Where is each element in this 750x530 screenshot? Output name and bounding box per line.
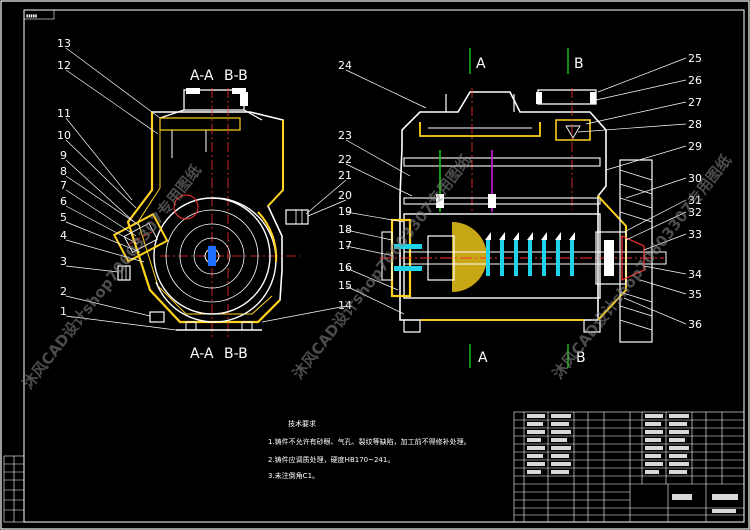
watermark: 沐风CAD设计shop70603307专用图纸 沐风CAD设计shop70603… (19, 151, 735, 392)
callout-6: 6 (60, 195, 67, 208)
callout-19: 19 (338, 205, 352, 218)
callout-33: 33 (688, 228, 702, 241)
tech-notes-line-3: 3.未注倒角C1。 (268, 471, 319, 480)
callout-29: 29 (688, 140, 702, 153)
callout-17: 17 (338, 239, 352, 252)
section-mark-b-top: B (574, 56, 584, 72)
callout-36: 36 (688, 318, 702, 331)
parts-list-fill (527, 414, 738, 513)
callout-27: 27 (688, 96, 702, 109)
section-mark-bb-top: B-B (224, 68, 248, 84)
corner-tag-box (23, 9, 55, 20)
callout-24: 24 (338, 59, 352, 72)
right-section-view (380, 88, 667, 343)
callout-20: 20 (338, 189, 352, 202)
callout-4: 4 (60, 229, 67, 242)
leaders-right (261, 57, 687, 325)
callout-12: 12 (57, 59, 71, 72)
svg-text:沐风CAD设计shop70603307专用图纸: 沐风CAD设计shop70603307专用图纸 (289, 151, 475, 382)
svg-text:沐风CAD设计shop70603307专用图纸: 沐风CAD设计shop70603307专用图纸 (549, 151, 735, 382)
callouts-right: 25 26 27 28 29 30 31 32 33 34 35 36 (688, 52, 702, 331)
callout-2: 2 (60, 285, 67, 298)
callout-7: 7 (60, 179, 67, 192)
parts-list-table (513, 411, 745, 523)
callout-10: 10 (57, 129, 71, 142)
section-mark-a-top: A (476, 56, 486, 72)
callout-32: 32 (688, 206, 702, 219)
tech-notes-title: 技术要求 (288, 419, 316, 428)
section-mark-bb-bottom: B-B (224, 346, 248, 362)
callout-35: 35 (688, 288, 702, 301)
callout-16: 16 (338, 261, 352, 274)
callout-9: 9 (60, 149, 67, 162)
section-mark-aa-top: A-A (190, 68, 214, 84)
callout-5: 5 (60, 211, 67, 224)
left-section-view (112, 88, 309, 340)
section-mark-b-bottom: B (576, 350, 586, 366)
leaders-left (65, 47, 177, 331)
callouts-left: 13 12 11 10 9 8 7 6 5 4 3 2 1 (57, 37, 71, 318)
tech-notes-line-2: 2.铸件应调质处理，硬度HB170~241。 (268, 455, 394, 464)
callout-21: 21 (338, 169, 352, 182)
callout-14: 14 (338, 299, 352, 312)
callout-22: 22 (338, 153, 352, 166)
section-mark-a-bottom: A (478, 350, 488, 366)
revision-block (3, 455, 25, 523)
callout-18: 18 (338, 223, 352, 236)
callout-26: 26 (688, 74, 702, 87)
callout-28: 28 (688, 118, 702, 131)
corner-tag: ▮▮▮▮▮ (26, 13, 37, 18)
technical-notes: 技术要求 1.铸件不允许有砂眼、气孔、裂纹等缺陷，加工前不得修补处理。 2.铸件… (268, 419, 471, 480)
callout-8: 8 (60, 165, 67, 178)
svg-text:沐风CAD设计shop70603307专用图纸: 沐风CAD设计shop70603307专用图纸 (19, 161, 205, 392)
callout-25: 25 (688, 52, 702, 65)
sheet-inner-border (23, 9, 745, 523)
callout-1: 1 (60, 305, 67, 318)
callout-30: 30 (688, 172, 702, 185)
section-marks: A-A B-B A-A B-B A B A B (190, 48, 586, 368)
callout-3: 3 (60, 255, 67, 268)
section-mark-aa-bottom: A-A (190, 346, 214, 362)
tech-notes-line-1: 1.铸件不允许有砂眼、气孔、裂纹等缺陷，加工前不得修补处理。 (268, 437, 471, 446)
callout-15: 15 (338, 279, 352, 292)
callout-11: 11 (57, 107, 71, 120)
callouts-mid: 24 23 22 21 20 19 18 17 16 15 14 (338, 59, 352, 312)
callout-34: 34 (688, 268, 702, 281)
callout-23: 23 (338, 129, 352, 142)
callout-13: 13 (57, 37, 71, 50)
callout-31: 31 (688, 194, 702, 207)
